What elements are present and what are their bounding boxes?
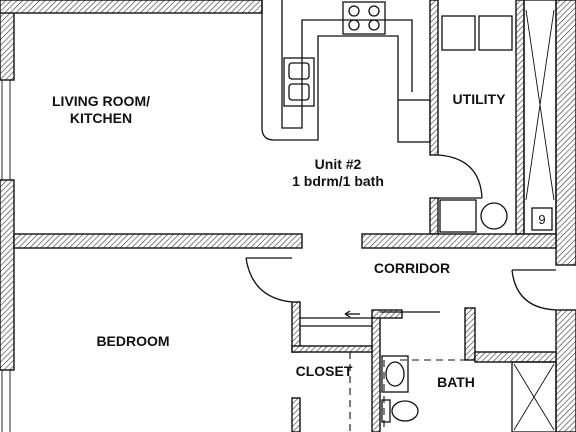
sink-bowl-1 — [288, 62, 310, 80]
utility-wall-right — [515, 0, 525, 235]
closet-wall-upper — [291, 301, 301, 353]
living-kitchen-label-1: LIVING ROOM/ — [52, 93, 150, 109]
toilet-bowl — [391, 400, 419, 422]
unit-size-label: 1 bdrm/1 bath — [292, 173, 384, 189]
doors — [245, 257, 557, 327]
burner-1 — [348, 5, 360, 17]
corridor-label: CORRIDOR — [374, 260, 450, 276]
burner-4 — [368, 19, 380, 31]
burner-3 — [348, 19, 360, 31]
burner-2 — [368, 5, 380, 17]
bath-wall-bottom — [474, 351, 557, 363]
sink-bowl-2 — [288, 83, 310, 101]
living-kitchen-label-2: KITCHEN — [70, 110, 132, 126]
utility-wall-left — [429, 0, 439, 156]
unit-number-label: Unit #2 — [315, 156, 362, 172]
bedroom-label: BEDROOM — [96, 333, 169, 349]
shaft-diagonal-2 — [525, 9, 555, 201]
corridor-door-swing — [511, 269, 557, 311]
bath-wall-right — [464, 307, 476, 361]
dryer — [478, 15, 513, 51]
right-wall-upper — [555, 0, 576, 266]
closet-shaft — [523, 0, 557, 235]
bath-wall-top — [371, 309, 403, 319]
top-wall — [0, 0, 263, 14]
water-heater-box — [439, 199, 477, 233]
toilet-tank — [381, 399, 391, 423]
right-wall-lower — [555, 309, 576, 432]
utility-door-swing — [437, 154, 483, 199]
tag-box — [531, 207, 553, 231]
sliding-arrow-head — [344, 310, 351, 318]
fixtures — [349, 352, 557, 432]
closet-label: CLOSET — [296, 363, 353, 379]
left-wall-lower — [0, 179, 15, 371]
refrigerator — [397, 99, 431, 143]
bath-label: BATH — [437, 374, 475, 390]
interior-walls — [13, 233, 557, 432]
shower — [511, 361, 557, 432]
utility-room: 9 — [429, 0, 557, 235]
closet-wall-lower — [291, 397, 301, 432]
middle-wall-left — [13, 233, 303, 249]
room-labels: LIVING ROOM/ KITCHEN UTILITY Unit #2 1 b… — [52, 91, 506, 390]
utility-wall-left-lower — [429, 197, 439, 235]
middle-wall-right — [361, 233, 557, 249]
kitchen — [261, 0, 431, 143]
bath-wall-left — [371, 315, 381, 432]
shower-diagonal-2 — [513, 363, 555, 431]
sink-basin — [385, 361, 405, 387]
left-wall-upper — [0, 0, 15, 81]
bedroom-door-swing — [245, 257, 293, 303]
unit-tag: 9 — [538, 212, 545, 227]
utility-label: UTILITY — [453, 91, 507, 107]
bath-sink — [381, 355, 409, 393]
kitchen-sink — [283, 57, 315, 107]
closet-wall-top — [291, 345, 373, 353]
washer — [441, 15, 476, 51]
water-heater — [480, 202, 508, 230]
kitchen-counter — [261, 0, 399, 141]
stove — [342, 1, 386, 35]
kitchen-counter-inner — [281, 0, 413, 129]
